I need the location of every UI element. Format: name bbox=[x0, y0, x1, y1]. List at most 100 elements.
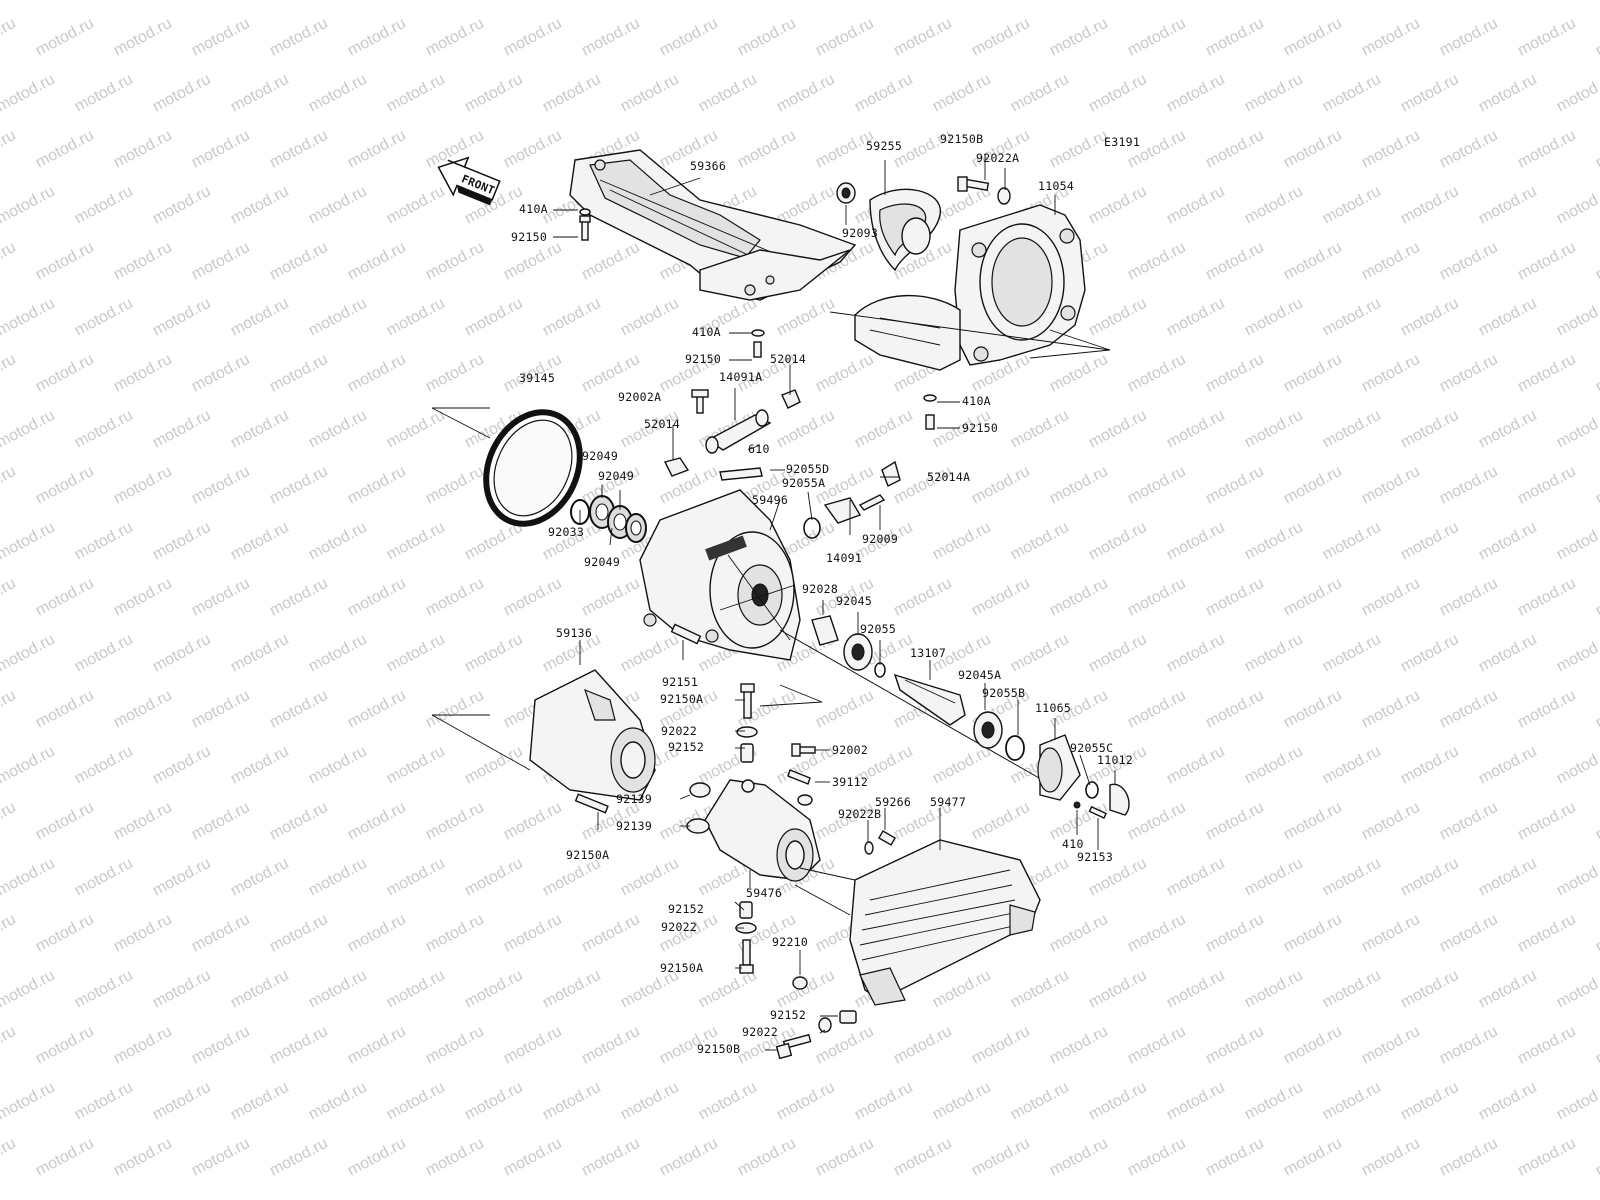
watermark-text: motod.ru bbox=[969, 799, 1033, 844]
watermark-text: motod.ru bbox=[1476, 519, 1540, 564]
watermark-text: motod.ru bbox=[267, 463, 331, 508]
watermark-text: motod.ru bbox=[267, 911, 331, 956]
watermark-text: motod.ru bbox=[1554, 1079, 1600, 1124]
watermark-text: motod.ru bbox=[579, 239, 643, 284]
watermark-text: motod.ru bbox=[384, 743, 448, 788]
watermark-text: motod.ru bbox=[1125, 463, 1189, 508]
watermark-text: motod.ru bbox=[1515, 575, 1579, 620]
watermark-text: motod.ru bbox=[501, 1135, 565, 1180]
watermark-text: motod.ru bbox=[1203, 1023, 1267, 1068]
watermark-text: motod.ru bbox=[1437, 1135, 1501, 1180]
watermark-text: motod.ru bbox=[0, 0, 58, 4]
watermark-text: motod.ru bbox=[1164, 0, 1228, 4]
watermark-text: motod.ru bbox=[1242, 967, 1306, 1012]
watermark-text: motod.ru bbox=[72, 183, 136, 228]
watermark-text: motod.ru bbox=[33, 127, 97, 172]
watermark-text: motod.ru bbox=[1047, 1023, 1111, 1068]
label-11054: 11054 bbox=[1038, 179, 1074, 193]
watermark-text: motod.ru bbox=[1086, 0, 1150, 4]
watermark-text: motod.ru bbox=[189, 239, 253, 284]
watermark-text: motod.ru bbox=[1476, 1079, 1540, 1124]
label-410A: 410A bbox=[519, 202, 548, 216]
watermark-text: motod.ru bbox=[1515, 15, 1579, 60]
watermark-text: motod.ru bbox=[1359, 911, 1423, 956]
watermark-text: motod.ru bbox=[1398, 183, 1462, 228]
watermark-text: motod.ru bbox=[345, 799, 409, 844]
watermark-text: motod.ru bbox=[345, 127, 409, 172]
watermark-text: motod.ru bbox=[1398, 855, 1462, 900]
watermark-text: motod.ru bbox=[540, 71, 604, 116]
watermark-text: motod.ru bbox=[930, 743, 994, 788]
watermark-text: motod.ru bbox=[150, 295, 214, 340]
watermark-text: motod.ru bbox=[228, 855, 292, 900]
impeller-59255 bbox=[869, 188, 941, 272]
watermark-text: motod.ru bbox=[462, 967, 526, 1012]
watermark-text: motod.ru bbox=[1320, 967, 1384, 1012]
watermark-text: motod.ru bbox=[345, 351, 409, 396]
watermark-text: motod.ru bbox=[384, 71, 448, 116]
watermark-text: motod.ru bbox=[1125, 1023, 1189, 1068]
watermark-text: motod.ru bbox=[228, 1079, 292, 1124]
watermark-text: motod.ru bbox=[1593, 575, 1600, 620]
label-92153: 92153 bbox=[1077, 850, 1113, 864]
watermark-text: motod.ru bbox=[579, 15, 643, 60]
watermark-text: motod.ru bbox=[1008, 631, 1072, 676]
label-92022: 92022 bbox=[661, 920, 697, 934]
watermark-text: motod.ru bbox=[1320, 183, 1384, 228]
pump-case-11054 bbox=[854, 204, 1086, 371]
watermark-text: motod.ru bbox=[189, 351, 253, 396]
hardware bbox=[574, 176, 1011, 1060]
watermark-text: motod.ru bbox=[1125, 1135, 1189, 1180]
watermark-text: motod.ru bbox=[0, 743, 58, 788]
watermark-text: motod.ru bbox=[345, 911, 409, 956]
label-13107: 13107 bbox=[910, 646, 946, 660]
label-52014: 52014 bbox=[770, 352, 806, 366]
watermark-text: motod.ru bbox=[969, 15, 1033, 60]
label-14091: 14091 bbox=[826, 551, 862, 565]
watermark-text: motod.ru bbox=[228, 295, 292, 340]
watermark-text: motod.ru bbox=[0, 631, 58, 676]
watermark-text: motod.ru bbox=[1359, 1135, 1423, 1180]
label-52014A: 52014A bbox=[927, 470, 970, 484]
watermark-text: motod.ru bbox=[501, 1023, 565, 1068]
watermark-text: motod.ru bbox=[306, 407, 370, 452]
watermark-text: motod.ru bbox=[1515, 911, 1579, 956]
watermark-text: motod.ru bbox=[1320, 743, 1384, 788]
watermark-text: motod.ru bbox=[111, 799, 175, 844]
watermark-text: motod.ru bbox=[111, 687, 175, 732]
watermark-text: motod.ru bbox=[657, 1135, 721, 1180]
watermark-text: motod.ru bbox=[1086, 295, 1150, 340]
watermark-text: motod.ru bbox=[0, 183, 58, 228]
label-410A: 410A bbox=[692, 325, 721, 339]
watermark-text: motod.ru bbox=[384, 407, 448, 452]
watermark-text: motod.ru bbox=[228, 0, 292, 4]
watermark-text: motod.ru bbox=[1086, 1079, 1150, 1124]
label-92152: 92152 bbox=[668, 902, 704, 916]
watermark-text: motod.ru bbox=[1398, 1079, 1462, 1124]
watermark-text: motod.ru bbox=[1281, 239, 1345, 284]
watermark-text: motod.ru bbox=[501, 127, 565, 172]
watermark-text: motod.ru bbox=[0, 407, 58, 452]
watermark-text: motod.ru bbox=[150, 407, 214, 452]
pump-body-59496 bbox=[639, 489, 801, 661]
label-92045A: 92045A bbox=[958, 668, 1001, 682]
watermark-text: motod.ru bbox=[267, 15, 331, 60]
watermark-text: motod.ru bbox=[1242, 519, 1306, 564]
label-59477: 59477 bbox=[930, 795, 966, 809]
watermark-text: motod.ru bbox=[1398, 631, 1462, 676]
watermark-text: motod.ru bbox=[852, 0, 916, 4]
label-59366: 59366 bbox=[690, 159, 726, 173]
watermark-text: motod.ru bbox=[1593, 799, 1600, 844]
watermark-text: motod.ru bbox=[1554, 183, 1600, 228]
watermark-text: motod.ru bbox=[696, 0, 760, 4]
watermark-text: motod.ru bbox=[384, 295, 448, 340]
watermark-text: motod.ru bbox=[1515, 687, 1579, 732]
watermark-text: motod.ru bbox=[72, 0, 136, 4]
watermark-text: motod.ru bbox=[150, 855, 214, 900]
watermark-text: motod.ru bbox=[813, 15, 877, 60]
watermark-text: motod.ru bbox=[969, 1023, 1033, 1068]
label-92022A: 92022A bbox=[976, 151, 1019, 165]
watermark-text: motod.ru bbox=[1515, 799, 1579, 844]
watermark-text: motod.ru bbox=[1554, 0, 1600, 4]
